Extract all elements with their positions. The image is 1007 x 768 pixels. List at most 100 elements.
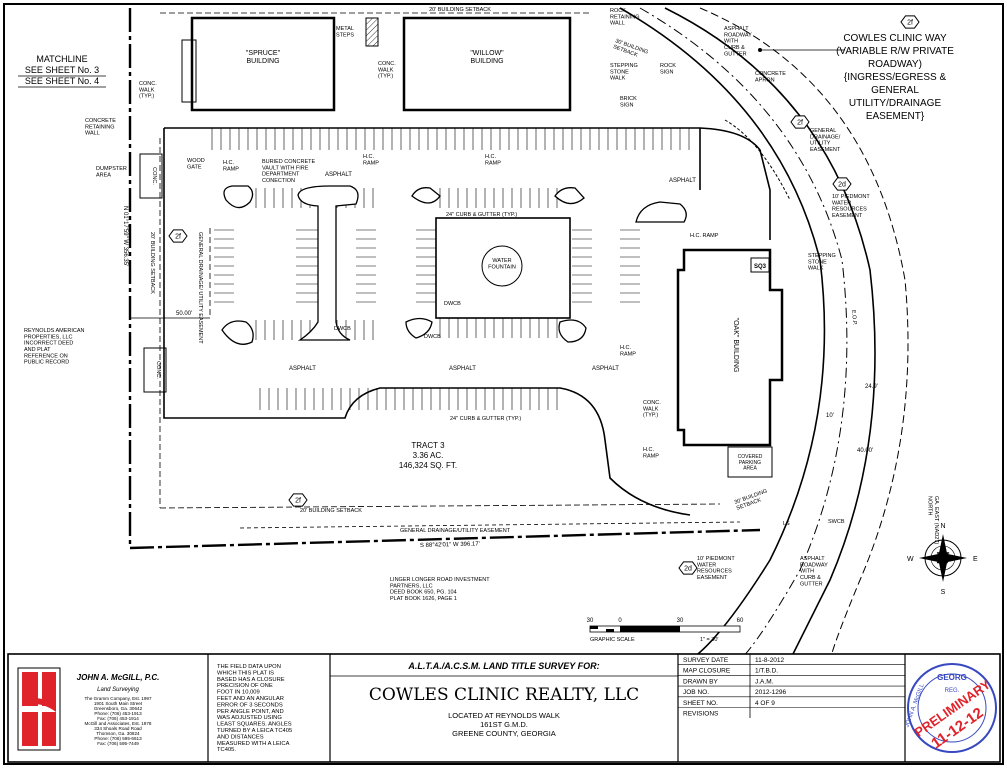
svg-text:161ST G.M.D.: 161ST G.M.D.: [480, 720, 528, 729]
svg-text:S: S: [941, 589, 946, 596]
spruce-building-label: "SPRUCE"BUILDING: [246, 50, 281, 65]
svg-text:60: 60: [737, 618, 744, 624]
svg-text:W: W: [907, 556, 914, 563]
svg-text:N: N: [940, 523, 945, 530]
reference-tag: 2f: [900, 15, 920, 29]
survey-for: A.L.T.A./A.C.S.M. LAND TITLE SURVEY FOR:: [407, 661, 599, 671]
property-lines: [128, 8, 761, 550]
reference-tag: 2d: [832, 177, 852, 191]
svg-text:1" = 30': 1" = 30': [700, 637, 718, 643]
reference-tag-label: 2f: [907, 20, 913, 27]
svg-text:N: N: [937, 551, 950, 567]
svg-text:H.C.RAMP: H.C.RAMP: [363, 154, 379, 166]
sheet-border: [3, 3, 1004, 765]
svg-text:DWCB: DWCB: [334, 326, 351, 332]
svg-text:CONC.WALK(TYP.): CONC.WALK(TYP.): [643, 400, 661, 419]
util-left-label: GENERAL DRAINAGE/ UTILITY EASEMENT: [197, 232, 203, 344]
svg-text:GRAPHIC SCALE: GRAPHIC SCALE: [590, 637, 635, 643]
reference-tag: 2f: [168, 229, 188, 243]
svg-text:30' BUILDINGSETBACK: 30' BUILDINGSETBACK: [734, 488, 771, 511]
svg-text:DWCB: DWCB: [424, 334, 441, 340]
asphalt-labels: ASPHALT ASPHALT ASPHALT ASPHALT ASPHALT: [289, 172, 696, 372]
roadway-title: COWLES CLINIC WAY (VARIABLE R/W PRIVATE …: [758, 33, 954, 122]
svg-text:GENERAL DRAINAGE/UTILITY EASEM: GENERAL DRAINAGE/UTILITY EASEMENT: [400, 528, 511, 534]
svg-text:10': 10': [826, 413, 834, 419]
svg-text:30: 30: [587, 618, 594, 624]
svg-text:ASPHALT: ASPHALT: [449, 366, 476, 372]
info-value: 4 OF 9: [755, 700, 775, 707]
oak-building-label: "OAK" BUILDING: [732, 318, 739, 373]
svg-text:H.C.RAMP: H.C.RAMP: [620, 345, 636, 357]
reference-tag: 2f: [790, 115, 810, 129]
svg-text:ASPHALT: ASPHALT: [669, 178, 696, 184]
svg-text:(VARIABLE R/W PRIVATE: (VARIABLE R/W PRIVATE: [836, 46, 954, 57]
bearing-west: N 01°17'59" W 356.35': [122, 206, 128, 266]
svg-text:TRACT 3: TRACT 3: [411, 441, 445, 450]
svg-text:SWCB: SWCB: [828, 519, 845, 525]
svg-text:GA. EAST (NAD27)NORTH: GA. EAST (NAD27)NORTH: [927, 496, 939, 544]
parking-lot: [163, 127, 771, 516]
svg-text:3.36 AC.: 3.36 AC.: [413, 451, 444, 460]
svg-text:EASEMENT}: EASEMENT}: [866, 111, 925, 122]
reference-tag-label: 2d: [684, 566, 692, 573]
info-label: REVISIONS: [683, 711, 719, 718]
svg-text:146,324 SQ. FT.: 146,324 SQ. FT.: [399, 461, 457, 470]
matchline-note: MATCHLINE SEE SHEET No. 3 SEE SHEET No. …: [18, 54, 106, 88]
setback-bottom-label: 20' BUILDING SETBACK: [300, 508, 362, 514]
svg-text:COWLES CLINIC WAY: COWLES CLINIC WAY: [843, 33, 947, 44]
svg-text:LS: LS: [783, 521, 790, 527]
reference-tag-label: 2d: [838, 182, 846, 189]
info-value: 1/T.B.D.: [755, 668, 778, 675]
svg-text:MATCHLINE: MATCHLINE: [36, 54, 87, 64]
svg-text:GEORG: GEORG: [937, 673, 967, 682]
setback-left-label: 20' BUILDING SETBACK: [149, 232, 155, 294]
info-label: DRAWN BY: [683, 678, 718, 685]
north-arrow: N N E W S: [907, 523, 978, 596]
svg-text:SEE SHEET No. 4: SEE SHEET No. 4: [25, 76, 99, 86]
surveyor-seal: GEORG REG. JOHN A. McGILL PRELIMINARY 11…: [904, 663, 997, 753]
info-label: SURVEY DATE: [683, 657, 729, 664]
svg-text:H.C.RAMP: H.C.RAMP: [223, 160, 239, 172]
svg-text:30: 30: [677, 618, 684, 624]
dumpster-pad: CONC.: [139, 153, 163, 199]
svg-text:ASPHALT: ASPHALT: [325, 172, 352, 178]
svg-text:40.00': 40.00': [857, 448, 873, 454]
firm-name: JOHN A. McGILL, P.C.: [77, 673, 160, 682]
svg-text:LOCATED AT REYNOLDS WALK: LOCATED AT REYNOLDS WALK: [448, 711, 560, 720]
client-name: COWLES CLINIC REALTY, LLC: [369, 685, 639, 705]
reference-tag: 2f: [288, 493, 308, 507]
info-label: SHEET NO.: [683, 700, 718, 707]
info-label: JOB NO.: [683, 689, 709, 696]
svg-text:ASPHALT: ASPHALT: [289, 366, 316, 372]
info-value: J.A.M.: [755, 678, 774, 685]
svg-text:CONC.WALK(TYP.): CONC.WALK(TYP.): [139, 81, 157, 100]
svg-text:GREENE COUNTY, GEORGIA: GREENE COUNTY, GEORGIA: [452, 729, 556, 738]
title-block: JOHN A. McGILL, P.C. Land Surveying The …: [7, 653, 1001, 763]
svg-text:DWCB: DWCB: [444, 301, 461, 307]
svg-text:H.C.RAMP: H.C.RAMP: [643, 447, 659, 459]
dimensions: 50.00' 24.9' 10' 40.00': [176, 311, 878, 454]
spruce-building: "SPRUCE"BUILDING: [181, 16, 336, 112]
